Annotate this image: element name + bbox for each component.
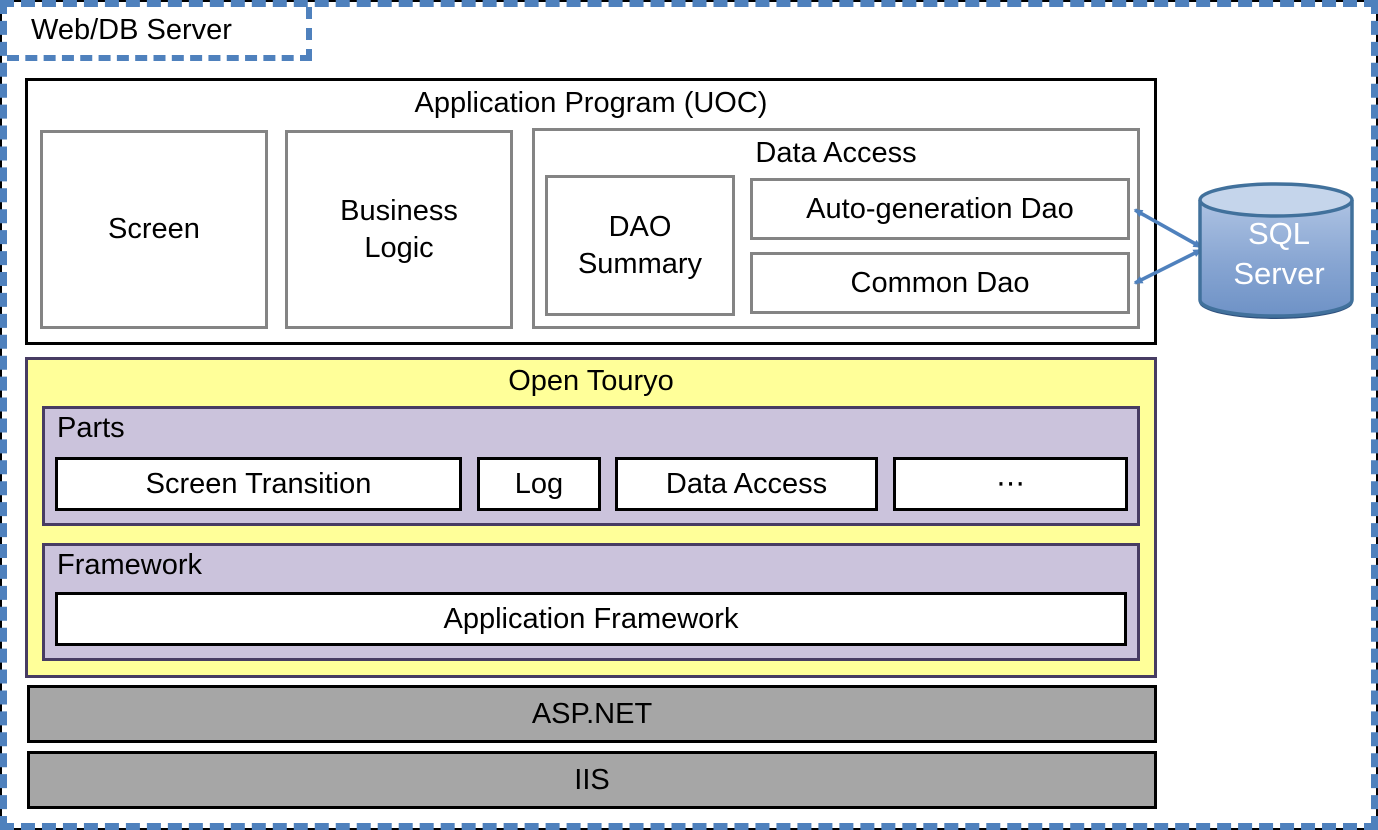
part-item-label: ⋯ [996,467,1025,500]
business-logic-label: Business Logic [340,195,458,264]
part-item-data-access: Data Access [615,457,878,511]
application-program-title: Application Program (UOC) [414,87,768,119]
business-logic-box: Business Logic [285,130,513,329]
cylinder-body [1198,200,1354,318]
sql-server-label-line2: Server [1233,256,1324,291]
common-dao-box: Common Dao [750,252,1130,314]
dao-summary-box: DAO Summary [545,175,735,316]
dao-summary-label: DAO Summary [577,211,703,280]
part-item-label: Screen Transition [145,467,372,500]
part-item-screen-transition: Screen Transition [55,457,462,511]
web-db-server-tab: Web/DB Server [7,7,312,61]
cylinder-top [1198,182,1354,218]
application-framework-label: Application Framework [443,602,739,635]
aspnet-label: ASP.NET [531,697,653,730]
auto-generation-dao-box: Auto-generation Dao [750,178,1130,240]
sql-server-database-icon: SQL Server [1198,182,1354,319]
data-access-group-box: Data Access DAO Summary Auto-generation … [532,128,1140,329]
web-db-server-label: Web/DB Server [31,14,232,46]
part-item-log: Log [477,457,601,511]
iis-label: IIS [574,763,610,796]
parts-box: Parts Screen Transition Log Data Access … [42,406,1140,526]
screen-box: Screen [40,130,268,329]
screen-label: Screen [108,213,200,246]
application-framework-box: Application Framework [55,592,1127,646]
parts-label: Parts [57,412,125,444]
db-connection-arrows-icon [1133,208,1203,285]
part-item-label: Log [514,467,564,500]
application-program-box: Application Program (UOC) Screen Busines… [25,78,1157,345]
open-touryo-box: Open Touryo Parts Screen Transition Log … [25,357,1157,678]
aspnet-bar: ASP.NET [27,685,1157,743]
part-item-label: Data Access [665,467,828,500]
common-dao-label: Common Dao [850,266,1030,299]
framework-box: Framework Application Framework [42,543,1140,661]
iis-bar: IIS [27,751,1157,809]
auto-generation-dao-label: Auto-generation Dao [806,192,1074,225]
sql-server-label-line1: SQL [1248,216,1310,251]
framework-label: Framework [57,549,203,581]
open-touryo-title: Open Touryo [508,365,674,397]
data-access-group-title: Data Access [755,137,917,169]
part-item-ellipsis: ⋯ [893,457,1128,511]
